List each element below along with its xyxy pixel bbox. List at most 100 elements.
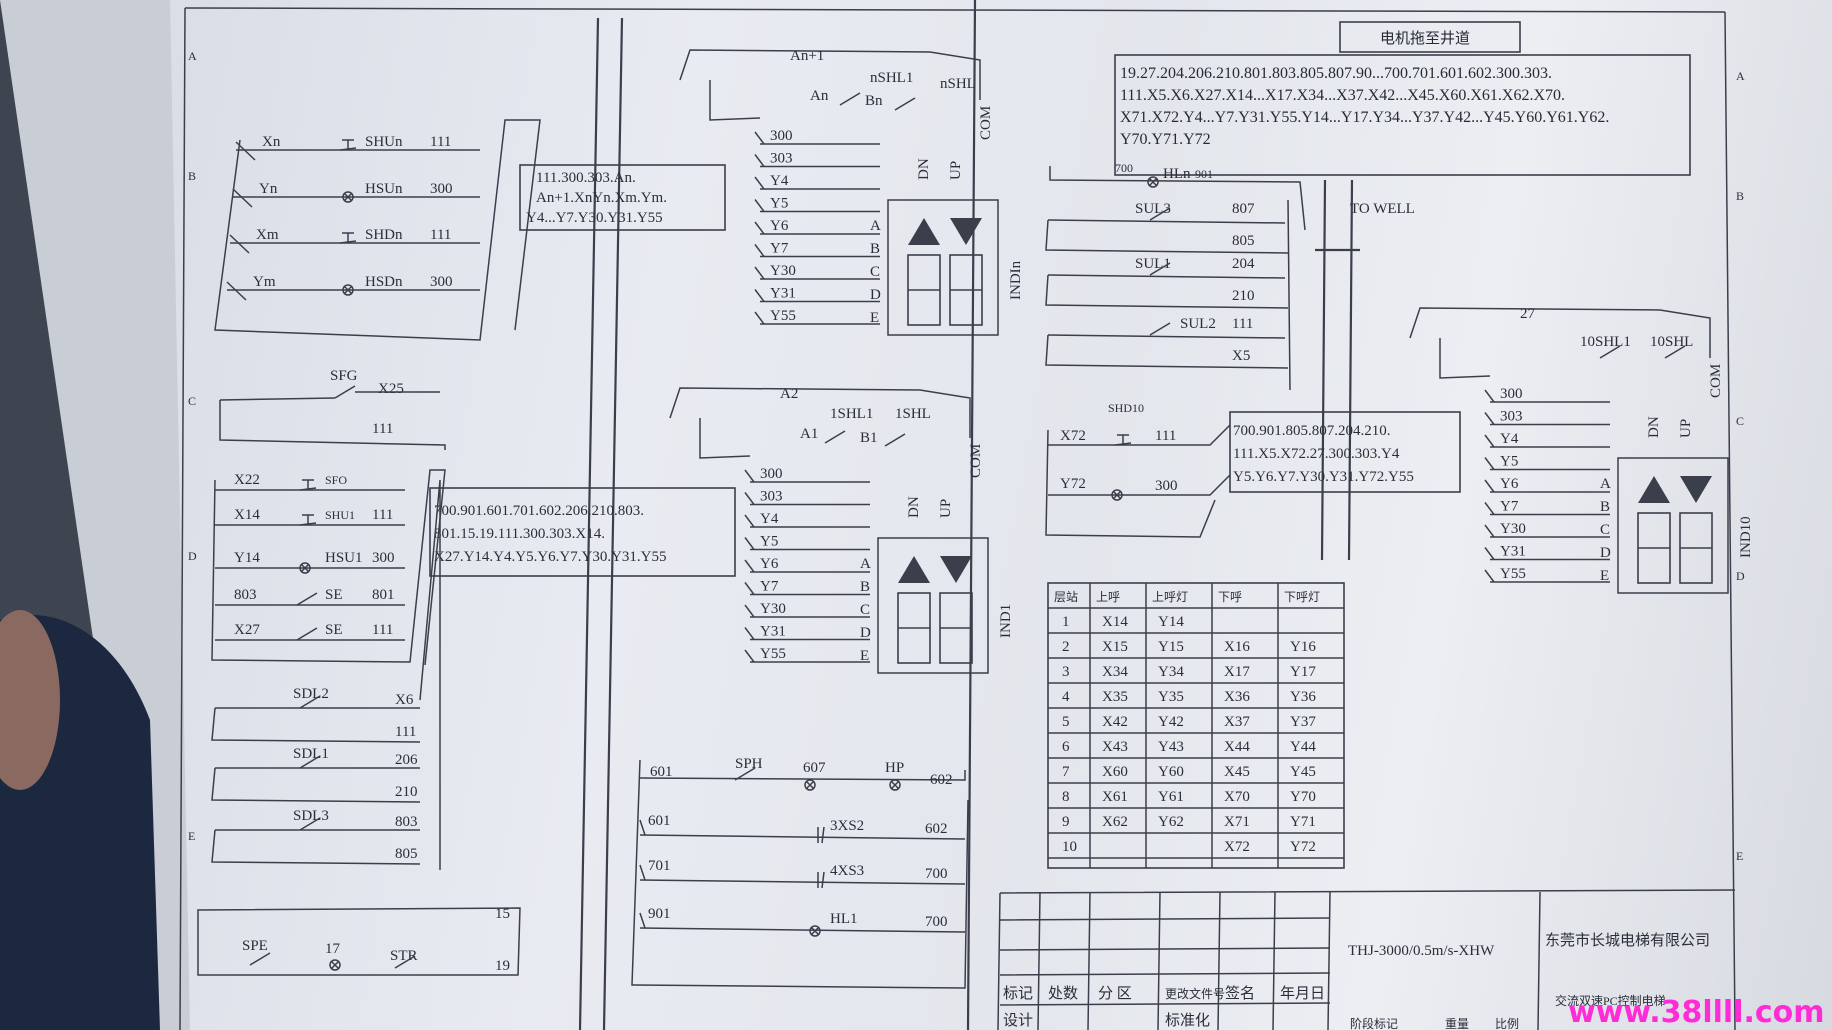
wire-bend [744, 492, 755, 505]
wire [219, 391, 446, 450]
terminal-label: 111 [395, 724, 416, 740]
device-label: nSHL1 [870, 70, 913, 86]
wire [1409, 307, 1711, 358]
border-letter: E [188, 829, 195, 843]
device-label: HSDn [365, 274, 403, 290]
device-label: SDL2 [293, 686, 329, 702]
device-label: HSU1 [325, 550, 363, 566]
floor-number: 5 [1062, 714, 1070, 730]
wire-list-box-1 [519, 164, 726, 231]
wire-label: 303 [760, 489, 783, 505]
table-cell: Y36 [1290, 689, 1316, 705]
terminal-label: A2 [780, 386, 798, 402]
device-label: 10SHL1 [1580, 334, 1631, 350]
device-label: B1 [860, 430, 878, 446]
wire-bend [1484, 569, 1495, 583]
title-col [1272, 891, 1276, 1030]
terminal-label: 204 [1232, 256, 1255, 272]
segment-letter: D [860, 625, 871, 641]
wire-bend [744, 514, 755, 528]
wire-bend [744, 469, 755, 483]
wire-label: Y55 [770, 308, 796, 324]
wire-bend [754, 176, 765, 190]
table-cell: Y70 [1290, 789, 1316, 805]
wire-bend [754, 199, 765, 212]
terminal-label: 300 [372, 550, 395, 566]
terminal-label: 700 [1115, 161, 1133, 175]
wire [1045, 274, 1289, 309]
table-cell: Y60 [1158, 764, 1184, 780]
up-label: UP [938, 499, 954, 518]
wire-label: Y4 [1500, 431, 1519, 447]
wire-label: 300 [760, 466, 783, 482]
terminal-label: 111 [372, 507, 393, 523]
wire [1049, 166, 1306, 231]
wire-label: Y30 [770, 263, 796, 279]
title-col [1087, 891, 1091, 1030]
table-cell: X15 [1102, 639, 1128, 655]
wire-label: 300 [1500, 386, 1523, 402]
top-box [1339, 21, 1521, 53]
terminal-label: 803 [395, 814, 418, 830]
wire-bend [229, 234, 250, 254]
device-label: HL1 [830, 911, 858, 927]
terminal-label: 901 [1195, 167, 1213, 181]
page-fold-line [966, 0, 977, 1030]
terminal-label: X6 [395, 692, 414, 708]
terminal-label: 607 [803, 760, 826, 776]
wire-label: Y55 [1500, 566, 1526, 582]
segment-letter: C [870, 264, 880, 280]
box1-line: Y4...Y7.Y30.Y31.Y55 [526, 210, 663, 226]
wire-label: Y6 [770, 218, 789, 234]
wire-label: Y31 [760, 624, 786, 640]
switch-contact-icon [884, 433, 906, 447]
wire-bend [744, 537, 755, 550]
lamp-cross [1148, 177, 1158, 187]
table-cell: Y61 [1158, 789, 1184, 805]
wire-label: Y6 [760, 556, 779, 572]
wire-label: Yn [259, 181, 278, 197]
dn-label: DN [916, 158, 932, 180]
table-header: 下呼 [1218, 590, 1242, 604]
table-cell: Y16 [1290, 639, 1316, 655]
device-label: SHU1 [325, 508, 355, 522]
table-cell: X72 [1224, 839, 1250, 855]
wire-bend [754, 311, 765, 325]
box1-line: An+1.XnYn.Xm.Ym. [536, 190, 667, 206]
device-label: SHD10 [1108, 401, 1144, 415]
wire [1045, 429, 1231, 538]
wire-bend [744, 559, 755, 573]
segment-letter: E [860, 648, 869, 664]
wire-bend [1484, 547, 1495, 560]
table-border [1047, 582, 1345, 869]
wire-bend [1484, 412, 1495, 425]
lamp-cross [890, 780, 900, 790]
title-cell: 标准化 [1165, 1012, 1210, 1029]
device-label: An [810, 88, 829, 104]
lamp-icon [1147, 176, 1159, 188]
floor-number: 2 [1062, 639, 1070, 655]
device-label: SFG [330, 368, 358, 384]
switch-contact-icon [1599, 345, 1621, 359]
device-label: A1 [800, 426, 818, 442]
wire [709, 80, 761, 121]
wire-list-box-2 [429, 487, 736, 577]
wire-bend [744, 627, 755, 640]
switch-contact-icon [1149, 207, 1171, 221]
wire-label: Y4 [770, 173, 789, 189]
wire-bend [1484, 389, 1495, 403]
wire-label: Y31 [1500, 544, 1526, 560]
table-header: 上呼 [1096, 590, 1120, 604]
table-cell: Y45 [1290, 764, 1316, 780]
wire [1439, 338, 1491, 379]
watermark: www.38llll.com [1568, 995, 1825, 1030]
table-cell: X71 [1224, 814, 1250, 830]
wire-bend [1484, 457, 1495, 470]
switch-contact-icon [734, 767, 756, 781]
wire-label: Y14 [234, 550, 260, 566]
table-cell: X45 [1224, 764, 1250, 780]
floor-number: 7 [1062, 764, 1070, 780]
com-label: COM [1708, 364, 1724, 398]
